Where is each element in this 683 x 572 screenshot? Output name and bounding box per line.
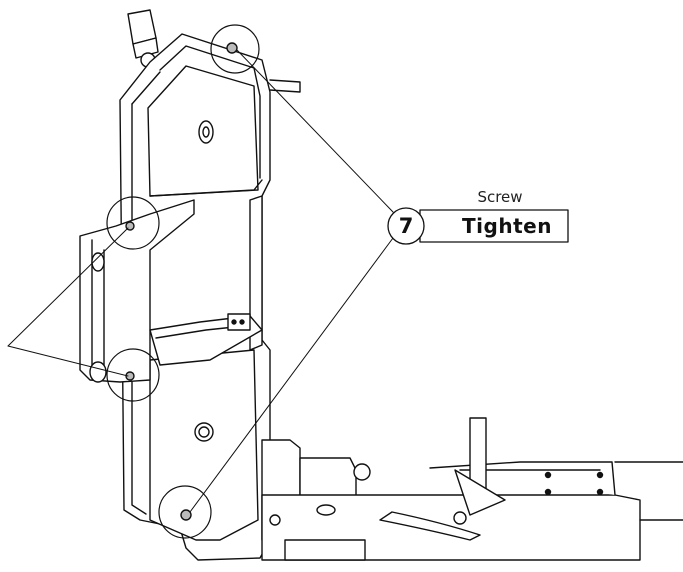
- callout-box: [387, 207, 569, 245]
- callout-circle-bottom: [158, 485, 212, 539]
- top-knob: [127, 9, 159, 68]
- callout-circle-left-upper: [106, 196, 160, 250]
- action-label: Tighten: [462, 214, 552, 238]
- callout-circle-top: [210, 24, 260, 74]
- base-machine: [261, 417, 683, 561]
- part-label: Screw: [477, 188, 523, 206]
- callout-circle-left-lower: [106, 348, 160, 402]
- step-number: 7: [398, 214, 414, 238]
- action-label-box: [419, 209, 569, 243]
- screw-markers: [125, 42, 238, 521]
- leader-lines: [7, 49, 394, 513]
- callout-circles: [106, 24, 260, 539]
- frame-body: [79, 33, 301, 561]
- step-number-circle: [387, 207, 425, 245]
